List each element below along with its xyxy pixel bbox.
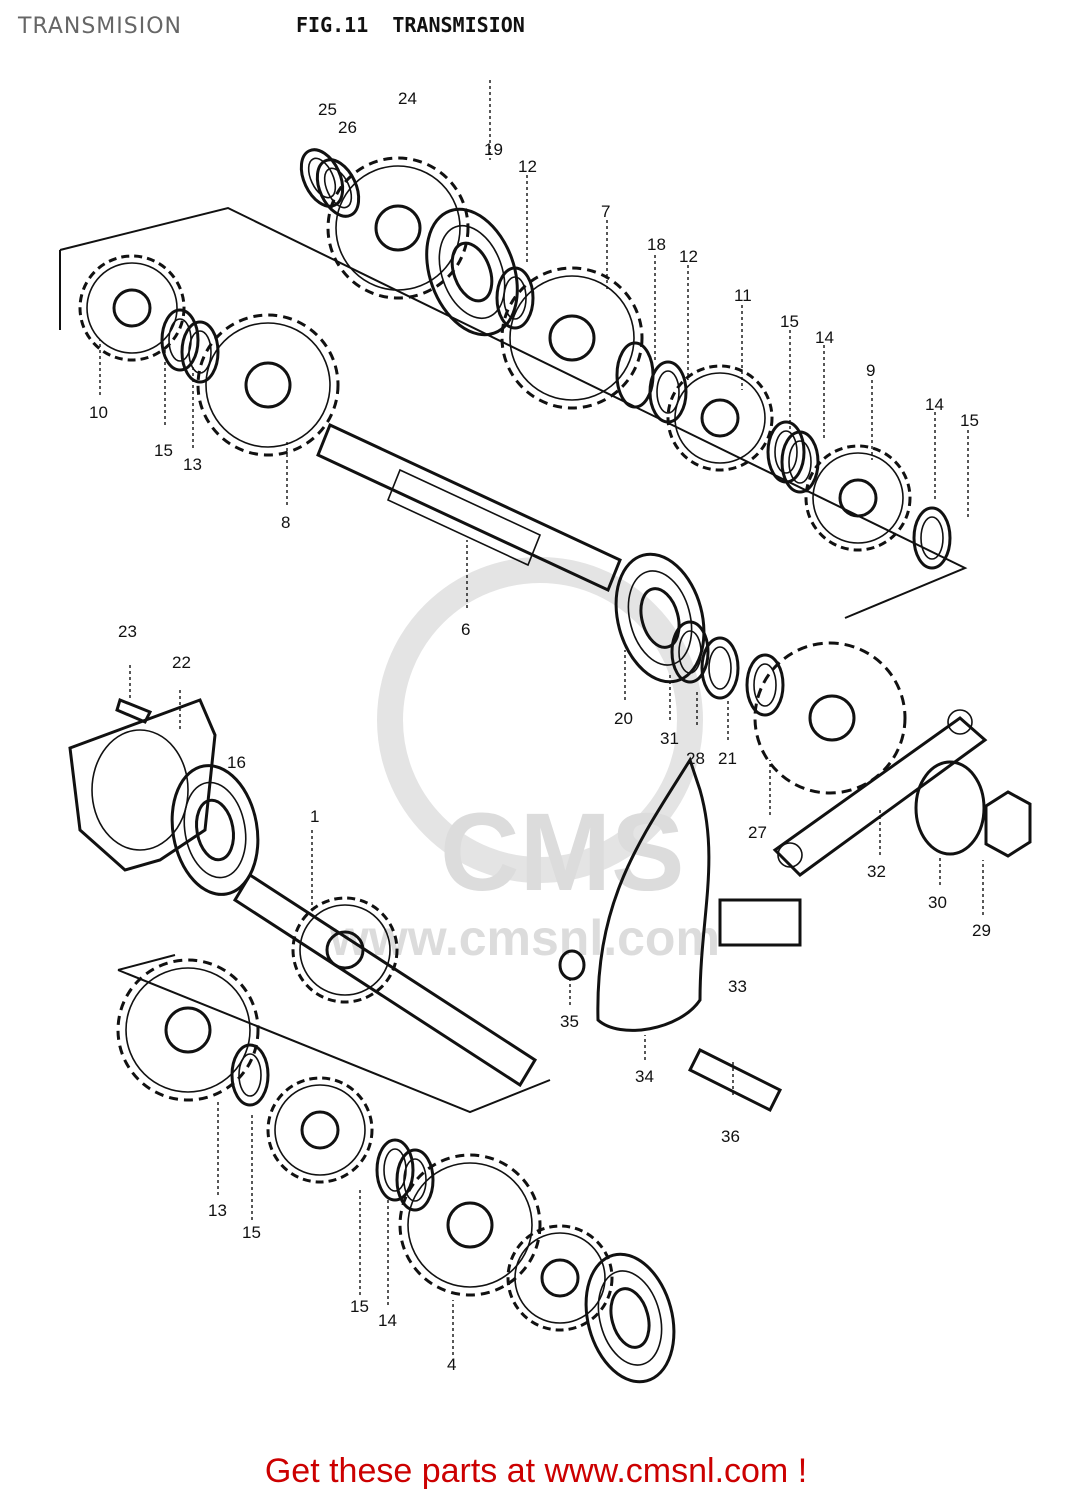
cover-plate [68,697,217,872]
callout-36: 36 [721,1127,740,1146]
exploded-parts-diagram: CMS www.cmsnl.com [59,80,1032,1394]
footer-link[interactable]: Get these parts at www.cmsnl.com ! [264,1452,808,1490]
callout-15c: 15 [154,441,173,460]
countershaft-parts [291,141,952,570]
callout-12b: 12 [679,247,698,266]
callout-29: 29 [972,921,991,940]
callout-20: 20 [614,709,633,728]
main-shaft [160,757,538,1088]
callout-27: 27 [748,823,767,842]
callout-28: 28 [686,749,705,768]
callout-21: 21 [718,749,737,768]
callout-15a: 15 [780,312,799,331]
callout-15b: 15 [960,411,979,430]
upper-left-gears [78,254,340,457]
callout-32: 32 [867,862,886,881]
callout-25: 25 [318,100,337,119]
callout-6: 6 [461,620,470,639]
callout-8: 8 [281,513,290,532]
callout-15e: 15 [350,1297,369,1316]
callout-7: 7 [601,202,610,221]
callout-14a: 14 [815,328,834,347]
callout-34: 34 [635,1067,654,1086]
callout-18: 18 [647,235,666,254]
callout-26: 26 [338,118,357,137]
leader-lines [99,80,984,1355]
figure-title: FIG.11 TRANSMISION [296,13,525,37]
sprocket-chain [718,641,1032,947]
page-title: TRANSMISION [18,14,183,39]
callout-14c: 14 [378,1311,397,1330]
callout-30: 30 [928,893,947,912]
stopper-plate [558,756,783,1113]
callout-24: 24 [398,89,417,108]
callout-22: 22 [172,653,191,672]
callout-9: 9 [866,361,875,380]
watermark-logo: CMS [440,791,684,914]
callout-14b: 14 [925,395,944,414]
callout-35: 35 [560,1012,579,1031]
callout-19: 19 [484,140,503,159]
callout-10: 10 [89,403,108,422]
callout-4: 4 [447,1355,456,1374]
callout-11: 11 [734,286,752,305]
callout-labels: 25 26 24 19 12 7 18 12 11 15 14 9 14 15 … [89,89,991,1374]
callout-23: 23 [118,622,137,641]
countershaft [316,422,785,717]
callout-13b: 13 [208,1201,227,1220]
callout-31: 31 [660,729,679,748]
callout-13a: 13 [183,455,202,474]
callout-16: 16 [227,753,246,772]
callout-1: 1 [310,807,319,826]
callout-15d: 15 [242,1223,261,1242]
watermark: CMS www.cmsnl.com [329,557,720,966]
callout-33: 33 [728,977,747,996]
callout-12a: 12 [518,157,537,176]
